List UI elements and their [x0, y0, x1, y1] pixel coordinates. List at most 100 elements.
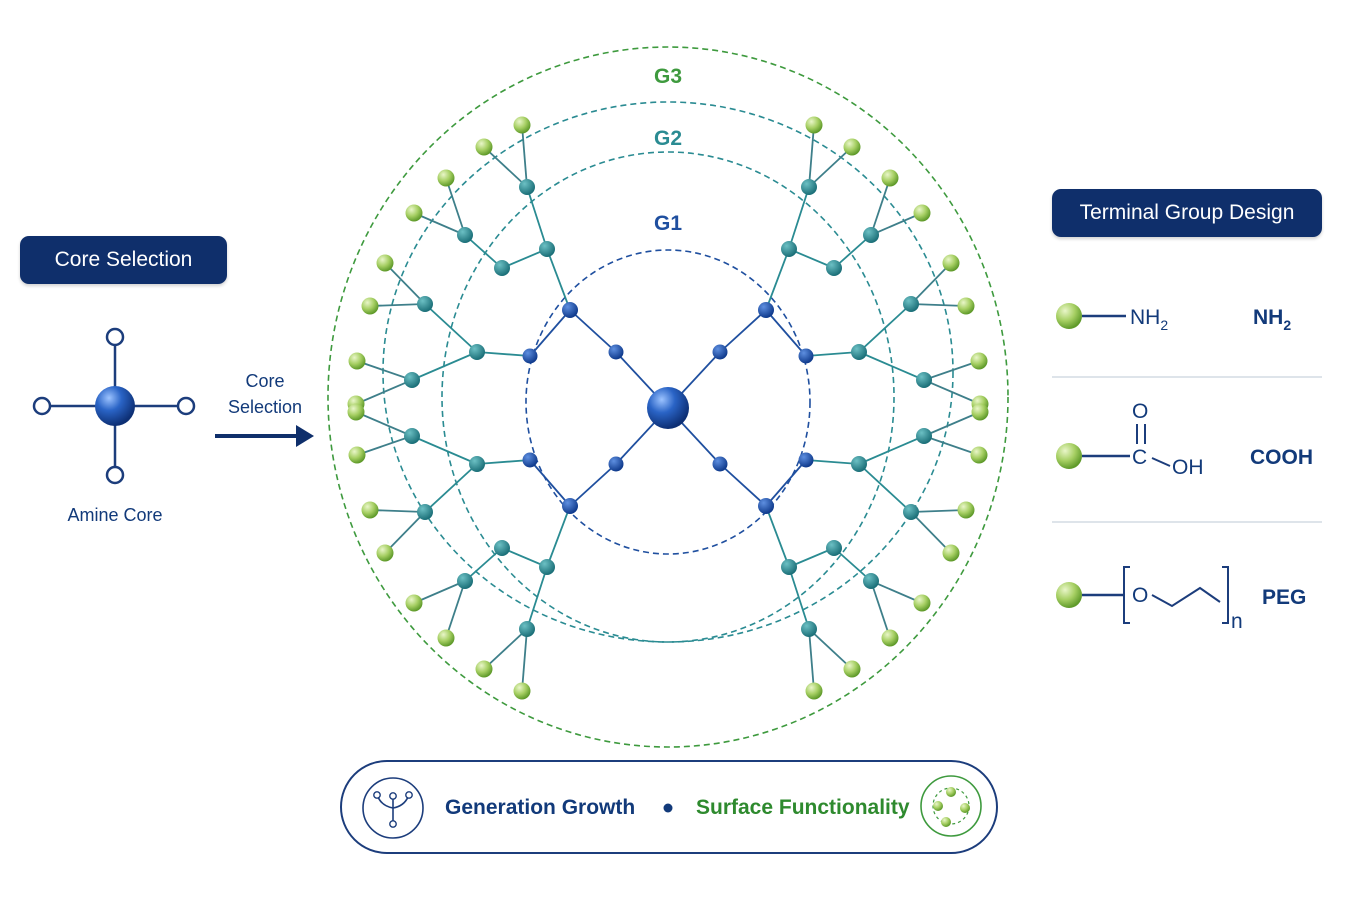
terminal-group-node	[437, 629, 455, 647]
bond	[355, 411, 413, 437]
bond	[483, 628, 528, 670]
g2-node	[417, 296, 433, 312]
amine-core-molecule	[32, 327, 196, 485]
g2-node	[404, 372, 420, 388]
bond	[765, 459, 807, 507]
bond	[765, 248, 790, 311]
bond	[464, 234, 503, 269]
g2-node	[851, 456, 867, 472]
terminal-group-node	[957, 297, 975, 315]
g2-node	[519, 621, 535, 637]
g2-node	[903, 504, 919, 520]
bond	[424, 463, 478, 513]
bond	[870, 580, 923, 604]
legend-generation-growth: Generation Growth	[445, 796, 636, 819]
bond	[858, 351, 925, 381]
bond	[529, 459, 571, 507]
terminal-group-node	[843, 138, 861, 156]
bond	[833, 234, 872, 269]
bond	[384, 262, 426, 305]
terminal-group-node	[913, 204, 931, 222]
terminal-row-peg: O n PEG	[1056, 566, 1306, 633]
g2-node	[494, 540, 510, 556]
bond	[788, 248, 835, 269]
bond	[833, 547, 872, 582]
core-selection-title: Core Selection	[20, 236, 227, 284]
bond	[805, 459, 860, 465]
bond	[546, 505, 571, 568]
arrow-label-line1: Core	[245, 371, 285, 391]
bond	[521, 628, 528, 692]
terminal-group-node	[957, 501, 975, 519]
svg-text:NH2: NH2	[1130, 306, 1168, 333]
bond	[765, 309, 807, 357]
g2-node	[801, 179, 817, 195]
bond	[910, 303, 967, 307]
terminal-row-nh2: NH2 NH2	[1056, 303, 1291, 333]
bond	[808, 628, 815, 692]
bond	[476, 459, 531, 465]
bond	[719, 309, 767, 353]
bond	[355, 379, 413, 405]
terminal-group-node	[881, 169, 899, 187]
dendrimer-core	[647, 387, 689, 429]
terminal-group-node	[361, 501, 379, 519]
terminal-group-node	[913, 594, 931, 612]
bond	[923, 435, 980, 456]
g1-node	[562, 498, 578, 514]
g2-label: G2	[654, 127, 682, 150]
terminal-group-node	[805, 116, 823, 134]
bond	[788, 186, 810, 250]
g2-node	[457, 573, 473, 589]
g3-label: G3	[654, 65, 682, 88]
bond	[445, 580, 466, 639]
bond	[369, 509, 426, 513]
g2-node	[826, 260, 842, 276]
terminal-group-node	[942, 544, 960, 562]
terminal-group-node	[942, 254, 960, 272]
g2-node	[469, 456, 485, 472]
bond	[526, 186, 548, 250]
dendrimer-structure	[347, 116, 989, 700]
g2-node	[494, 260, 510, 276]
bond	[546, 248, 571, 311]
terminal-group-node	[361, 297, 379, 315]
g2-node	[863, 227, 879, 243]
terminal-group-node	[970, 446, 988, 464]
terminal-group-node	[405, 204, 423, 222]
bond	[910, 262, 952, 305]
nh2-formula: NH	[1130, 306, 1160, 329]
terminal-group-node	[348, 446, 366, 464]
g2-node	[457, 227, 473, 243]
g1-node	[522, 348, 538, 364]
g2-node	[863, 573, 879, 589]
bond	[569, 309, 617, 353]
terminal-group-node	[513, 682, 531, 700]
arrow-label-line2: Selection	[227, 397, 303, 417]
g1-node	[712, 344, 728, 360]
bond	[384, 511, 426, 554]
bond	[369, 303, 426, 307]
nh2-name-sub: 2	[1283, 317, 1291, 333]
bond	[356, 360, 413, 381]
terminal-group-node	[805, 682, 823, 700]
bond	[923, 379, 981, 405]
terminal-group-node	[348, 352, 366, 370]
g2-node	[851, 344, 867, 360]
bond	[529, 309, 571, 357]
terminal-group-node	[376, 544, 394, 562]
g2-node	[916, 428, 932, 444]
bond	[719, 463, 767, 507]
bond	[870, 580, 891, 639]
bond	[569, 463, 617, 507]
terminal-group-node	[437, 169, 455, 187]
bond	[870, 212, 923, 236]
terminal-group-node	[970, 352, 988, 370]
cooh-c: C	[1132, 446, 1147, 469]
bond	[805, 351, 860, 357]
terminal-group-design-title: Terminal Group Design	[1052, 189, 1322, 237]
bond	[483, 146, 528, 188]
bond	[413, 212, 466, 236]
cooh-o: O	[1132, 400, 1148, 423]
g2-node	[519, 179, 535, 195]
